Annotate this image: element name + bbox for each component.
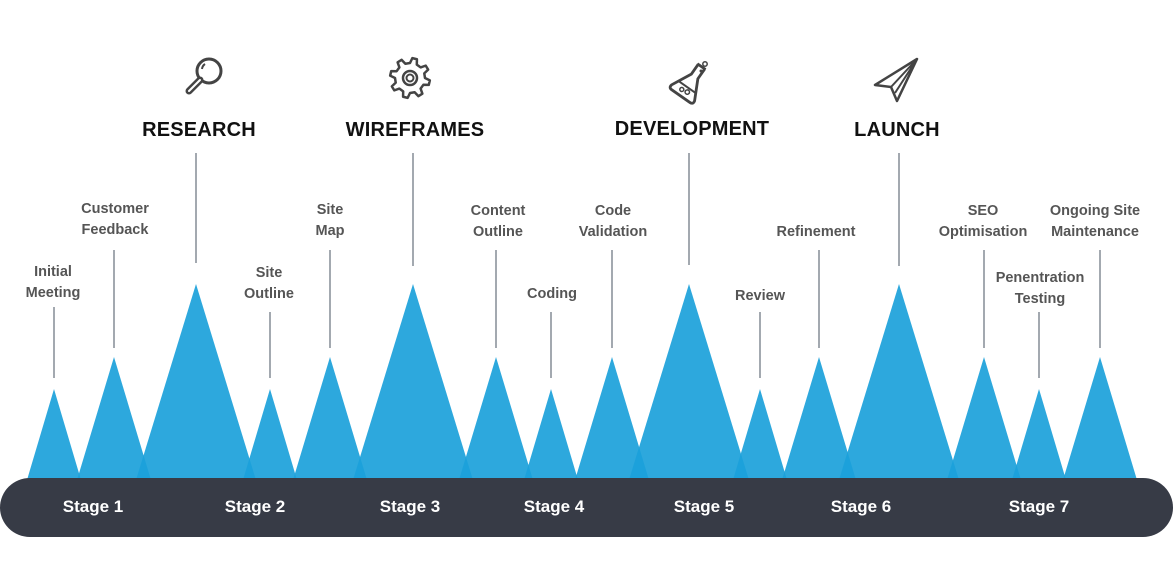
stage-label-4: Stage 4 [523,497,585,516]
phase-title-development: DEVELOPMENT [614,118,770,140]
peak-penentration-testing [1012,389,1066,480]
peak-initial-meeting [27,389,81,480]
stage-label-2: Stage 2 [224,497,286,516]
stage-label-7: Stage 7 [1008,497,1070,516]
stage-label-5: Stage 5 [673,497,735,516]
peak-site-outline [243,389,297,480]
peak-review [733,389,787,480]
peak-launch [839,284,959,480]
paper-plane-icon [873,57,919,103]
phase-title-wireframes: WIREFRAMES [345,119,485,141]
gear-icon [388,56,432,100]
stage-label-3: Stage 3 [379,497,441,516]
step-label-review: Review [735,288,785,304]
step-label-refinement: Refinement [776,224,856,240]
phase-title-research: RESEARCH [142,119,256,141]
peak-ongoing-site-maintenance [1063,357,1137,480]
peak-research [136,284,256,480]
flask-icon [668,61,708,105]
peak-coding [524,389,578,480]
stage-label-6: Stage 6 [830,497,892,516]
peak-content-outline [459,357,533,480]
peak-development [629,284,749,480]
peak-code-validation [575,357,649,480]
peak-wireframes [353,284,473,480]
stage-bar [0,478,1173,537]
phase-title-launch: LAUNCH [854,119,940,141]
peak-site-map [293,357,367,480]
magnifier-icon [185,57,223,95]
step-label-coding: Coding [527,286,577,302]
peak-refinement [782,357,856,480]
peak-seo-optimisation [947,357,1021,480]
peak-customer-feedback [77,357,151,480]
stage-label-1: Stage 1 [62,497,124,516]
